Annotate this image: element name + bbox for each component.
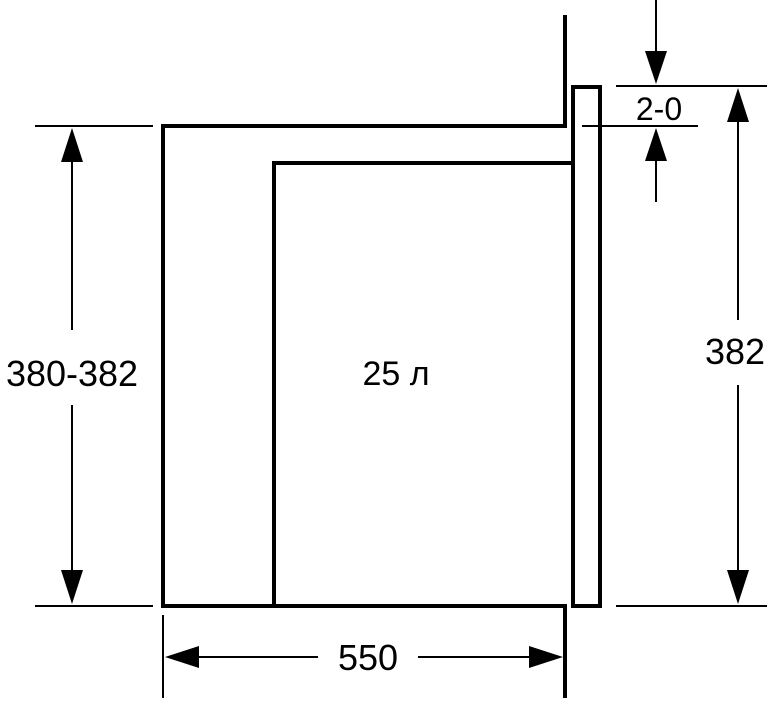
cabinet-outline bbox=[161, 15, 567, 698]
gap-label: 2-0 bbox=[636, 91, 682, 127]
gap-dimension-arrows bbox=[645, 0, 667, 202]
appliance-body bbox=[272, 161, 573, 606]
appliance-front-panel bbox=[571, 85, 602, 608]
depth-dimension-arrow bbox=[165, 646, 563, 668]
depth-label: 550 bbox=[338, 637, 398, 678]
extension-lines bbox=[35, 85, 767, 698]
height-right-dimension-arrow bbox=[727, 88, 749, 604]
height-left-dimension-arrow bbox=[61, 128, 83, 604]
height-left-label: 380-382 bbox=[6, 353, 138, 394]
volume-label: 25 л bbox=[362, 355, 429, 393]
height-right-label: 382 bbox=[705, 331, 765, 372]
